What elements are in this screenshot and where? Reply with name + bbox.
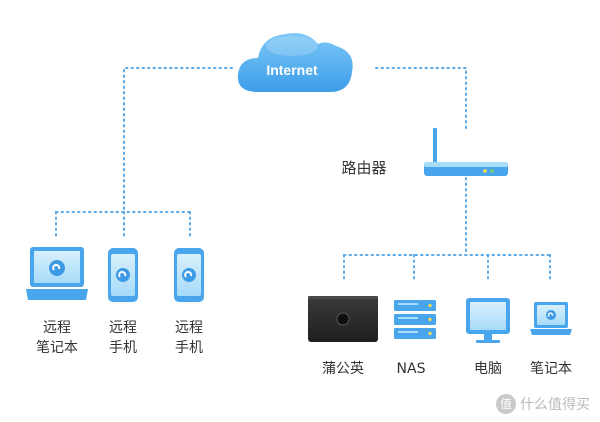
router-icon bbox=[424, 128, 508, 176]
line-cloud-to-remote bbox=[123, 67, 233, 213]
remote-laptop-label-line1: 远程 bbox=[43, 320, 71, 336]
remote-phone-label: 远程 手机 bbox=[159, 318, 219, 358]
laptop-label: 笔记本 bbox=[530, 361, 572, 377]
remote-laptop-label: 远程 笔记本 bbox=[27, 318, 87, 358]
computer-label: 电脑 bbox=[474, 361, 502, 377]
line-cloud-to-router bbox=[375, 67, 467, 131]
nas-label: NAS bbox=[396, 361, 426, 377]
watermark-text: 什么值得买 bbox=[520, 397, 590, 413]
nas-icon bbox=[394, 300, 436, 339]
remote-phone-icon bbox=[174, 248, 204, 302]
watermark: 值 什么值得买 bbox=[496, 394, 590, 414]
remote-laptop-icon bbox=[26, 247, 88, 300]
router-label: 路由器 bbox=[341, 159, 386, 177]
connector-lines bbox=[55, 67, 551, 283]
pgy-label: 蒲公英 bbox=[322, 361, 364, 377]
remote-phone-icon bbox=[108, 248, 138, 302]
local-laptop-icon bbox=[530, 302, 572, 335]
remote-phone-label-line2: 手机 bbox=[175, 340, 203, 356]
remote-phone-label: 远程 手机 bbox=[93, 318, 153, 358]
remote-phone-label-line1: 远程 bbox=[109, 320, 137, 336]
monitor-icon bbox=[466, 298, 510, 343]
watermark-badge-icon: 值 bbox=[496, 394, 516, 414]
remote-phone-label-line2: 手机 bbox=[109, 340, 137, 356]
pgy-box-icon bbox=[308, 296, 378, 342]
cloud-label: Internet bbox=[266, 62, 318, 78]
remote-laptop-label-line2: 笔记本 bbox=[36, 340, 78, 356]
remote-phone-label-line1: 远程 bbox=[175, 320, 203, 336]
internet-cloud-icon: Internet bbox=[237, 33, 353, 92]
